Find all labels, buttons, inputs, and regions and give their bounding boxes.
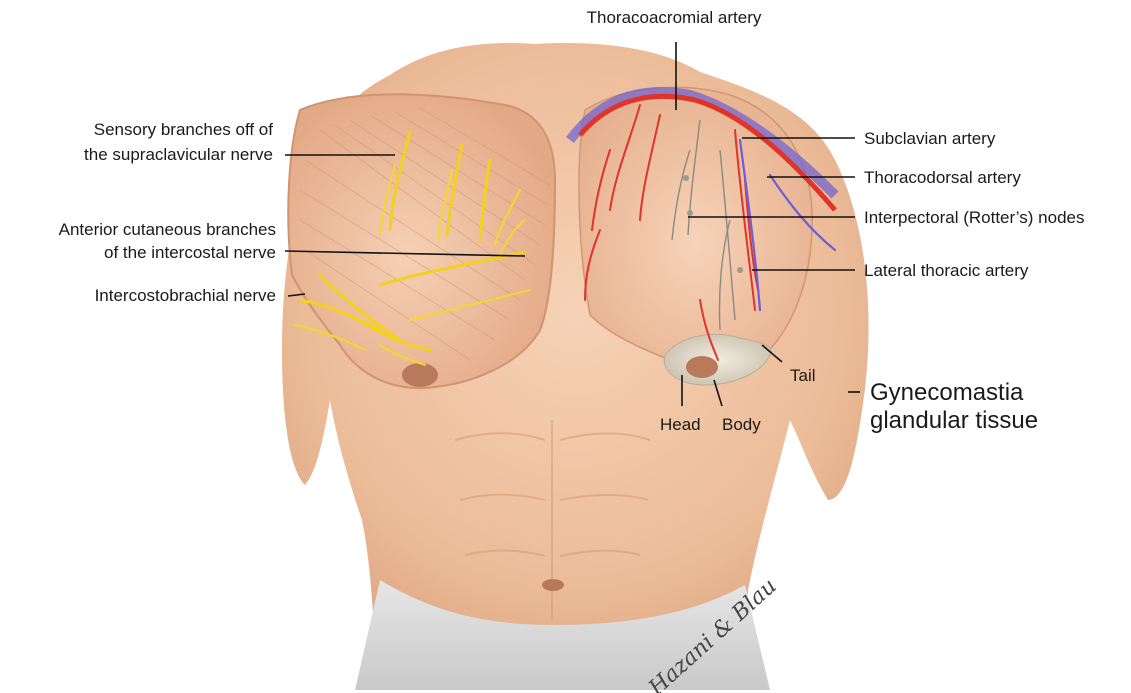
label-anterior-line2: of the intercostal nerve <box>104 243 276 262</box>
label-thoracoacromial-artery: Thoracoacromial artery <box>587 8 762 27</box>
right-nipple <box>686 356 718 378</box>
label-gynecomastia-line2: glandular tissue <box>870 407 1038 434</box>
label-gynecomastia-line1: Gynecomastia <box>870 379 1024 406</box>
label-body: Body <box>722 415 761 434</box>
label-sensory-line2: the supraclavicular nerve <box>84 145 273 164</box>
left-nipple <box>402 363 438 387</box>
navel <box>542 579 564 591</box>
label-intercostobrachial-nerve: Intercostobrachial nerve <box>95 286 276 305</box>
label-lateral-thoracic-artery: Lateral thoracic artery <box>864 261 1029 280</box>
label-subclavian-artery: Subclavian artery <box>864 129 996 148</box>
label-thoracodorsal-artery: Thoracodorsal artery <box>864 168 1021 187</box>
label-interpectoral-nodes: Interpectoral (Rotter’s) nodes <box>864 208 1084 227</box>
label-anterior-line1: Anterior cutaneous branches <box>59 220 276 239</box>
right-pectoral-shape <box>579 87 812 371</box>
label-sensory-line1: Sensory branches off of <box>94 120 274 139</box>
label-tail: Tail <box>790 366 816 385</box>
label-head: Head <box>660 415 701 434</box>
